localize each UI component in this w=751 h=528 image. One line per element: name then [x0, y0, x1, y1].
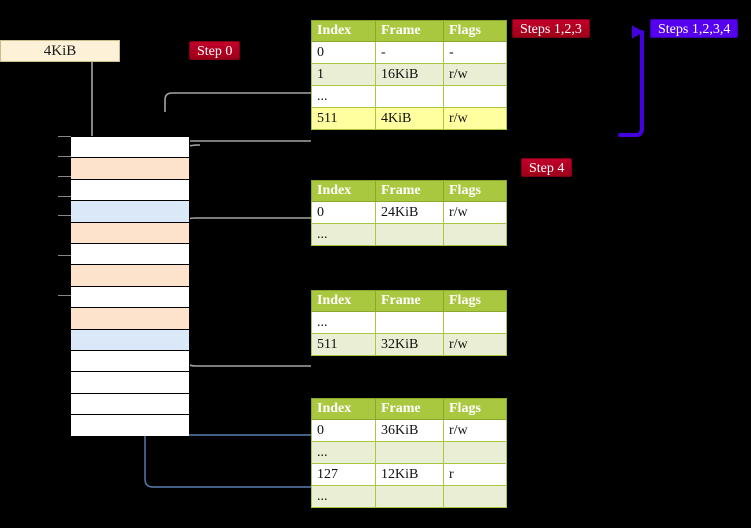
column-header-index: Index	[311, 398, 376, 420]
column-header-index: Index	[311, 20, 376, 42]
wire-table1-to-memory	[179, 217, 311, 244]
memory-row	[71, 222, 189, 244]
column-header-frame: Frame	[375, 290, 444, 312]
cell-frame	[375, 311, 444, 334]
cell-index: 511	[311, 107, 376, 130]
cell-index: 0	[311, 419, 376, 442]
source-frame-box: 4KiB	[0, 40, 120, 62]
cell-index: 511	[311, 333, 376, 356]
table-row: ...	[311, 441, 507, 464]
cell-flags	[443, 223, 507, 246]
cell-flags	[443, 441, 507, 464]
memory-row	[71, 286, 189, 309]
cell-frame: 24KiB	[375, 201, 444, 224]
column-header-index: Index	[311, 290, 376, 312]
memory-tick	[58, 195, 71, 197]
wire-table0-row1-to-memory	[164, 92, 311, 112]
memory-row	[71, 243, 189, 266]
cell-index: 127	[311, 463, 376, 486]
memory-tick	[58, 294, 71, 296]
badge-steps-123: Steps 1,2,3	[512, 19, 590, 38]
cell-flags: r/w	[443, 201, 507, 224]
cell-frame: 12KiB	[375, 463, 444, 486]
memory-row	[71, 201, 189, 223]
cell-frame	[375, 223, 444, 246]
column-header-flags: Flags	[443, 20, 507, 42]
memory-row	[71, 393, 189, 416]
memory-tick	[58, 136, 71, 137]
badge-step-4: Step 4	[521, 158, 573, 177]
column-header-frame: Frame	[375, 180, 444, 202]
cell-flags: -	[443, 41, 507, 64]
cell-index: 0	[311, 201, 376, 224]
cell-flags	[443, 485, 507, 508]
table-row: ...	[311, 311, 507, 334]
cell-flags: r/w	[443, 63, 507, 86]
column-header-frame: Frame	[375, 20, 444, 42]
memory-row	[71, 265, 189, 287]
cell-index: ...	[311, 223, 376, 246]
cell-frame	[375, 441, 444, 464]
memory-row	[71, 179, 189, 202]
cell-flags: r/w	[443, 333, 507, 356]
cell-index: 1	[311, 63, 376, 86]
cell-flags: r/w	[443, 107, 507, 130]
cell-frame: 32KiB	[375, 333, 444, 356]
table-row: ...	[311, 85, 507, 108]
cell-frame	[375, 85, 444, 108]
cell-flags: r	[443, 463, 507, 486]
memory-tick	[58, 175, 71, 177]
memory-row	[71, 329, 189, 351]
cell-flags	[443, 311, 507, 334]
cell-index: ...	[311, 85, 376, 108]
table-row: 0--	[311, 41, 507, 64]
memory-tick	[58, 255, 71, 257]
cell-index: 0	[311, 41, 376, 64]
column-header-index: Index	[311, 180, 376, 202]
badge-step-0: Step 0	[189, 41, 241, 60]
memory-row	[71, 372, 189, 394]
memory-row	[71, 158, 189, 180]
table-row: ...	[311, 223, 507, 246]
badge-steps-1234: Steps 1,2,3,4	[650, 19, 739, 38]
column-header-flags: Flags	[443, 290, 507, 312]
physical-memory-column	[70, 136, 190, 437]
column-header-frame: Frame	[375, 398, 444, 420]
memory-row	[71, 308, 189, 330]
cell-frame: 16KiB	[375, 63, 444, 86]
cell-frame: 4KiB	[375, 107, 444, 130]
cell-flags	[443, 85, 507, 108]
wire-table2-to-memory	[176, 314, 311, 367]
cell-index: ...	[311, 485, 376, 508]
cell-flags: r/w	[443, 419, 507, 442]
memory-row	[71, 350, 189, 373]
purple-bracket-arrow	[618, 25, 644, 137]
cell-frame: 36KiB	[375, 419, 444, 442]
cell-index: ...	[311, 441, 376, 464]
cell-frame: -	[375, 41, 444, 64]
cell-index: ...	[311, 311, 376, 334]
memory-row	[71, 415, 189, 437]
memory-tick	[58, 215, 71, 217]
column-header-flags: Flags	[443, 180, 507, 202]
memory-tick	[58, 155, 71, 157]
table-row: ...	[311, 485, 507, 508]
column-header-flags: Flags	[443, 398, 507, 420]
cell-frame	[375, 485, 444, 508]
memory-row	[71, 137, 189, 159]
